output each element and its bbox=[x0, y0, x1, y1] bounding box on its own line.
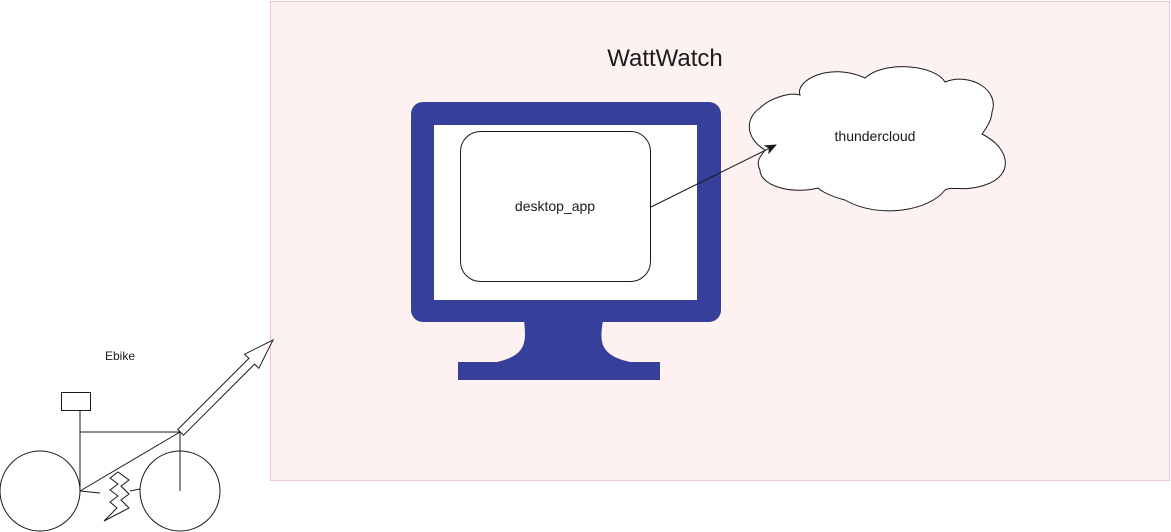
lightning-icon bbox=[103, 471, 130, 522]
diagram-title: WattWatch bbox=[607, 45, 723, 72]
cloud-icon[interactable] bbox=[748, 66, 1006, 212]
bicycle-icon bbox=[0, 392, 221, 532]
cloud-label: thundercloud bbox=[835, 128, 916, 144]
edge-desktop-to-cloud[interactable] bbox=[650, 144, 777, 208]
desktop-app-node[interactable] bbox=[460, 131, 651, 282]
desktop-app-label: desktop_app bbox=[515, 198, 595, 214]
arrow-icon[interactable] bbox=[177, 338, 275, 436]
ebike-label: Ebike bbox=[105, 349, 135, 363]
